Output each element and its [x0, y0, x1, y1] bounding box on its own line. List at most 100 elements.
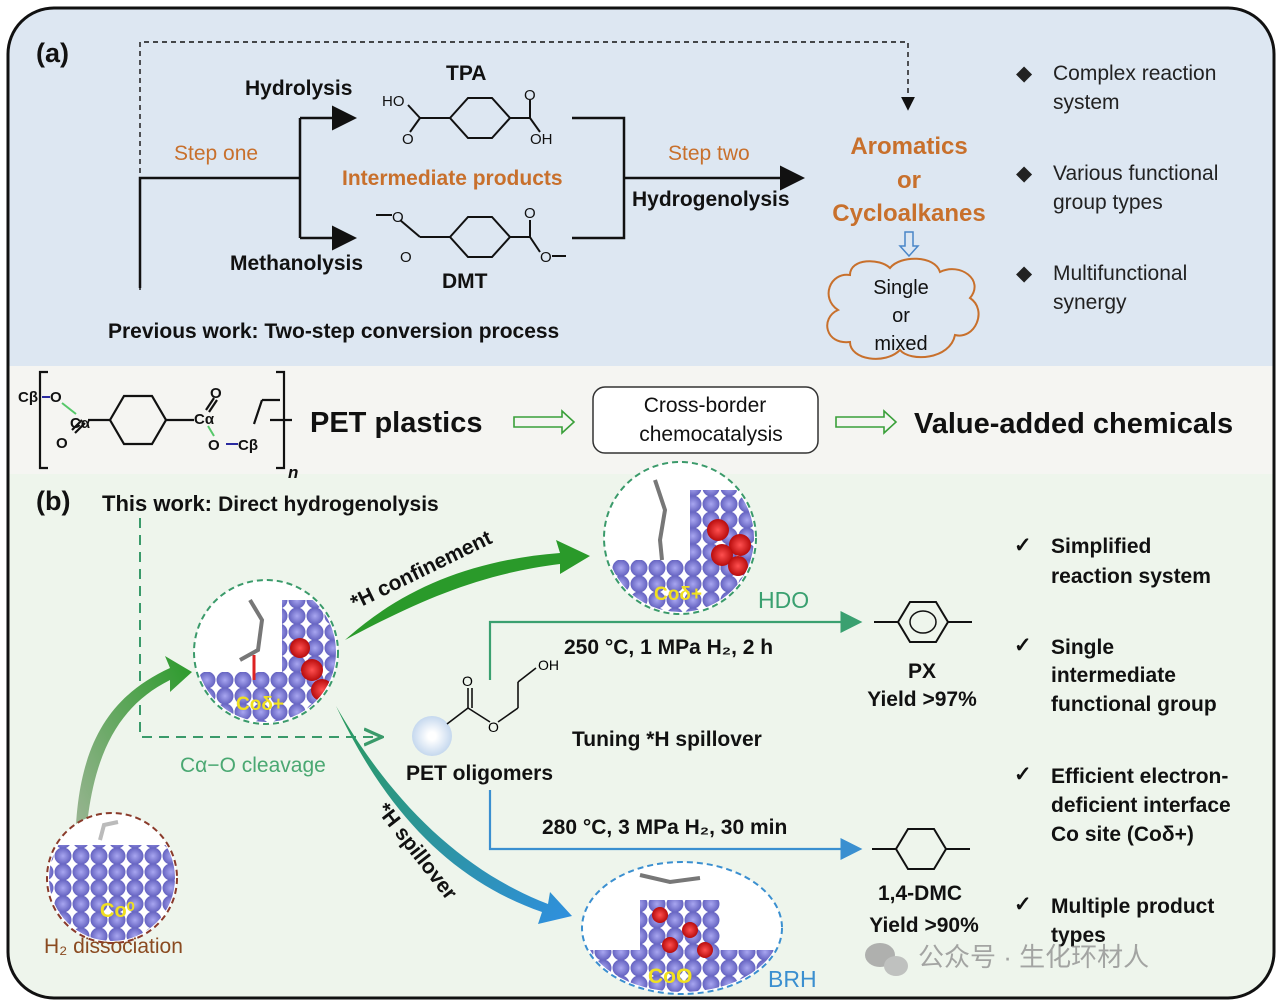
product-line3: Cycloalkanes — [832, 200, 985, 227]
step-two-label: Step two — [668, 142, 750, 165]
chemocatalysis-box — [592, 386, 819, 454]
methanolysis-label: Methanolysis — [230, 252, 363, 275]
oligomer-o1: O — [462, 673, 473, 689]
bullet-1-line2: system — [1053, 91, 1120, 114]
dmt-o3: O — [524, 205, 536, 222]
bullet-1-line1: Complex reaction — [1053, 62, 1216, 85]
watermark: 公众号 · 生化环材人 — [865, 942, 1149, 976]
box-line1: Cross-border — [644, 394, 767, 417]
dmt-structure — [376, 214, 566, 258]
check-2-line2: intermediate — [1051, 664, 1176, 687]
h-confinement-arrow — [345, 540, 590, 640]
hollow-arrow-icon — [835, 409, 898, 435]
intermediate-products-label: Intermediate products — [342, 167, 563, 190]
tuning-label: Tuning *H spillover — [572, 728, 762, 751]
o-carbonyl-right: O — [210, 385, 222, 402]
panel-a: (a) Step one Hydrolysis Methanolysis TPA… — [36, 38, 1218, 360]
check-icon: ✓ — [1014, 893, 1032, 916]
bullet-3-line2: synergy — [1053, 291, 1127, 314]
co-delta-label-hdo: Coδ+ — [654, 584, 702, 605]
watermark-text: 公众号 · 生化环材人 — [918, 942, 1149, 972]
c-alpha-right: Cα — [194, 411, 215, 428]
c-beta-right: Cβ — [238, 437, 258, 454]
bullet-2-line2: group types — [1053, 191, 1163, 214]
dmc-label: 1,4-DMC — [878, 882, 962, 905]
box-line2: chemocatalysis — [639, 423, 783, 446]
repeat-n: n — [288, 463, 298, 482]
pet-band: Cβ O Cα O Cα O O Cβ n PET plastics Cross… — [18, 370, 1233, 482]
pet-oligomer-structure: O O OH — [412, 657, 559, 756]
bullet-2-line1: Various functional — [1053, 162, 1218, 185]
check-list: ✓ Simplified reaction system ✓ Single in… — [1014, 534, 1231, 947]
hdo-route-arrow — [488, 611, 863, 680]
px-yield: Yield >97% — [867, 688, 977, 711]
product-line2: or — [897, 167, 921, 194]
cloud-shape — [826, 257, 980, 360]
tpa-o: O — [402, 131, 414, 148]
panel-b-label: (b) — [36, 486, 70, 516]
pet-oligomers-label: PET oligomers — [406, 762, 553, 785]
cloud-line2: or — [892, 305, 910, 327]
oligomer-o2: O — [488, 719, 499, 735]
condition-1-label: 250 °C, 1 MPa H₂, 2 h — [564, 636, 773, 659]
dmt-o2: O — [400, 249, 412, 266]
check-1-line2: reaction system — [1051, 565, 1211, 588]
diamond-icon: ◆ — [1016, 62, 1033, 85]
hydrolysis-label: Hydrolysis — [245, 77, 352, 100]
check-icon: ✓ — [1014, 763, 1032, 786]
o-carbonyl-left: O — [56, 435, 68, 452]
check-3-line3: Co site (Coδ+) — [1051, 823, 1194, 846]
tpa-structure — [407, 97, 541, 139]
o-left: O — [50, 389, 62, 406]
h-spillover-arrow — [336, 706, 572, 924]
check-4-line2: types — [1051, 924, 1106, 947]
c-alpha-left: Cα — [70, 415, 91, 432]
bullet-3-line1: Multifunctional — [1053, 262, 1187, 285]
check-1-line1: Simplified — [1051, 535, 1151, 558]
down-arrow-icon — [898, 231, 920, 258]
pet-plastics-label: PET plastics — [310, 407, 482, 439]
condition-2-label: 280 °C, 3 MPa H₂, 30 min — [542, 816, 787, 839]
check-2-line1: Single — [1051, 636, 1114, 659]
panel-b-title: This work: Direct hydrogenolysis — [102, 491, 439, 516]
h2-to-catalyst-arrow — [75, 656, 192, 880]
value-added-label: Value-added chemicals — [914, 408, 1233, 440]
dashed-bypass-arrow — [139, 41, 915, 290]
tpa-oh: OH — [530, 131, 553, 148]
h2-dissociation-label: H₂ dissociation — [44, 935, 183, 958]
check-icon: ✓ — [1014, 634, 1032, 657]
check-4-line1: Multiple product — [1051, 895, 1214, 918]
co0-catalyst-image: Co⁰ — [46, 812, 178, 944]
check-3-line2: deficient interface — [1051, 794, 1231, 817]
brh-label: BRH — [768, 966, 817, 992]
dmc-yield: Yield >90% — [869, 914, 979, 937]
hdo-label: HDO — [758, 587, 809, 613]
step-one-label: Step one — [174, 142, 258, 165]
outer-frame — [6, 6, 1276, 1000]
tpa-ho: HO — [382, 93, 405, 110]
coo-label: CoO — [648, 965, 692, 988]
panel-a-label: (a) — [36, 38, 69, 68]
c-beta-left: Cβ — [18, 389, 38, 406]
o-right: O — [208, 437, 220, 454]
co-delta-label: Coδ+ — [236, 694, 284, 715]
px-label: PX — [908, 660, 936, 683]
oligomer-oh: OH — [538, 657, 559, 673]
co0-label: Co⁰ — [100, 900, 135, 922]
dashed-cleavage-arrow — [139, 518, 380, 737]
product-line1: Aromatics — [850, 133, 967, 160]
hollow-arrow-icon — [513, 409, 576, 435]
px-structure — [874, 601, 972, 643]
check-2-line3: functional group — [1051, 693, 1217, 716]
cleavage-label: Cα−O cleavage — [180, 754, 326, 777]
tpa-o2: O — [524, 87, 536, 104]
diamond-icon: ◆ — [1016, 162, 1033, 185]
pet-structure — [38, 370, 292, 470]
check-3-line1: Efficient electron- — [1051, 765, 1228, 788]
hydrogenolysis-label: Hydrogenolysis — [632, 188, 790, 211]
cloud-line1: Single — [873, 277, 929, 299]
previous-work-caption: Previous work: Two-step conversion proce… — [108, 320, 559, 343]
tpa-label: TPA — [446, 62, 486, 85]
dmc-structure — [872, 828, 970, 870]
